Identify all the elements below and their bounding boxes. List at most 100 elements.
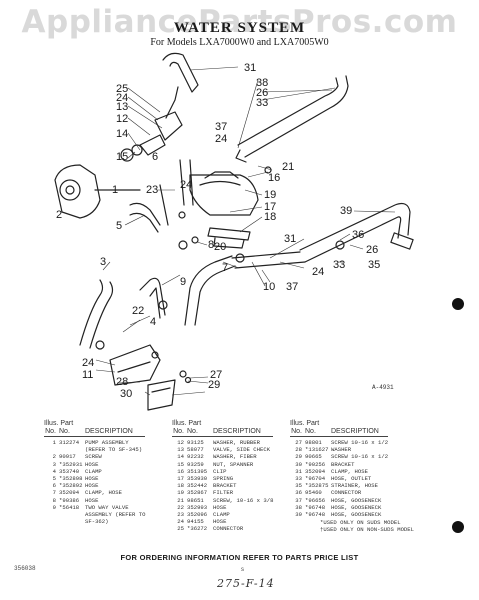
callout-15: 15 [116,151,128,163]
note-suds: *USED ONLY ON SUDS MODEL [320,519,401,526]
callout-16: 16 [268,172,280,184]
callout-30: 30 [120,388,132,400]
table-row: SF-362) [44,518,145,525]
cell-no: 35 [295,482,302,490]
cell-no: 31 [295,467,302,475]
callout-29: 29 [208,379,220,391]
cell-no: 4 [52,467,56,475]
callout-38: 38 [256,77,268,89]
cell-no: 1 [52,439,56,446]
callout-12: 12 [116,113,128,125]
cell-part: *56418 [59,503,80,511]
table-header-line1: Illus. Part [290,420,320,427]
table-row: ASSEMBLY (REFER TO [44,511,145,518]
cell-desc: CLAMP [85,467,102,475]
callout-24: 24 [116,92,128,104]
cell-desc: NUT, SPANNER [213,460,254,468]
cell-part: 352094 [305,467,326,475]
cell-part: 94155 [187,518,204,526]
cell-no: 39 [295,511,302,519]
cell-no: 23 [177,511,184,519]
callout-28: 28 [116,376,128,388]
cell-part: 93259 [187,460,204,468]
cell-no: 28 [295,446,302,454]
hose-outlet-upper [237,77,339,146]
cell-desc: TWO WAY VALVE [85,503,129,511]
callout-33: 33 [333,259,345,271]
cell-part: 352993 [187,503,208,511]
callout-26: 26 [366,244,378,256]
watermark: AppliancePartsPros.com [21,4,458,40]
cell-part: 312274 [59,439,80,446]
cell-no: 19 [177,489,184,497]
callout-19: 19 [264,189,276,201]
cell-no: 37 [295,496,302,504]
cell-part: *90386 [59,496,80,504]
callout-27: 27 [210,369,222,381]
cell-part: *352898 [59,475,83,483]
cell-desc: BRACKET [213,482,237,490]
table-header-row: No. No. DESCRIPTION [172,428,274,437]
cell-desc: SF-362) [85,518,109,526]
cell-no: 25 [177,525,184,533]
page-subtitle: For Models LXA7000W0 and LXA7005W0 [150,37,329,48]
cell-desc: PUMP ASSEMBLY [85,439,129,446]
callout-20: 20 [214,241,226,253]
binder-hole-bottom [452,521,464,533]
cell-part: 352094 [59,489,80,497]
callout-4: 4 [150,316,156,328]
cell-no: 24 [177,518,184,526]
table-row: 9*56418 TWO WAY VALVE [44,504,145,511]
cell-desc: HOSE [213,518,227,526]
callout-39: 39 [340,205,352,217]
callout-17: 17 [264,201,276,213]
cell-desc: BRACKET [331,460,355,468]
cell-part: 90917 [59,453,76,461]
cell-part: 351395 [187,467,208,475]
callout-1: 1 [112,184,118,196]
page-title: WATER SYSTEM [173,20,306,36]
cell-no: 36 [295,489,302,497]
cell-desc: HOSE [85,482,99,490]
cell-desc: CLAMP, HOSE [331,467,368,475]
cell-no: 12 [177,439,184,446]
callout-5: 5 [116,220,122,232]
callout-26: 26 [256,87,268,99]
callout-6: 6 [152,151,158,163]
cell-no: 27 [295,439,302,446]
cell-part: 352867 [187,489,208,497]
cell-desc: CONNECTOR [331,489,362,497]
cell-no: 5 [52,475,56,483]
callout-11: 11 [82,369,93,381]
pump-assembly [54,164,101,219]
cell-no: 7 [52,489,56,497]
cell-no: 18 [177,482,184,490]
cell-desc: SCREW 10-16 x 1/2 [331,439,389,446]
cell-desc: CLAMP, HOSE [85,489,122,497]
cell-no: 22 [177,503,184,511]
cell-desc: SPRING [213,475,234,483]
cell-no: 9 [52,503,56,511]
filter [189,174,259,216]
cell-no: 15 [177,460,184,468]
cell-part: *90256 [305,460,326,468]
cell-desc: HOSE, OUTLET [331,475,372,483]
cell-no: 33 [295,475,302,483]
callout-31: 31 [244,62,256,74]
cell-desc: WASHER, FIBER [213,453,257,461]
